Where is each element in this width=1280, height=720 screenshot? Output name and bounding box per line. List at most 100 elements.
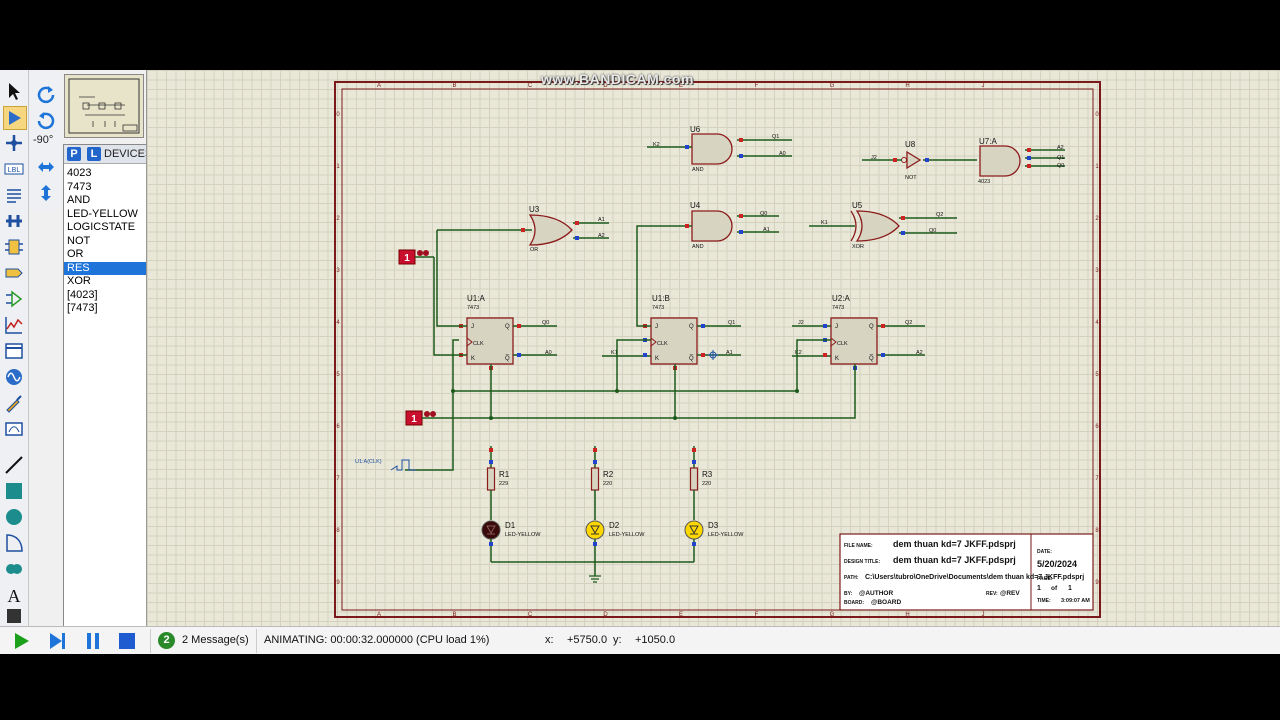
device-list-item[interactable]: [4023]: [67, 288, 98, 301]
r1-resistor[interactable]: [486, 467, 496, 491]
by-label: BY:: [844, 591, 853, 597]
u1b-type: 7473: [652, 305, 664, 311]
rotate-clockwise-button[interactable]: [34, 82, 58, 106]
pick-devices-button[interactable]: P: [67, 147, 81, 161]
wire-label-button[interactable]: LBL: [3, 158, 25, 180]
device-list-item[interactable]: XOR: [67, 275, 91, 287]
column-label-bottom: J: [982, 612, 985, 618]
wire[interactable]: [436, 230, 467, 327]
wire[interactable]: [616, 339, 651, 391]
u1a-flipflop[interactable]: [466, 317, 514, 365]
pin-state: [901, 216, 905, 220]
path-button[interactable]: [3, 558, 25, 580]
rotation-value[interactable]: -90°: [33, 134, 54, 146]
device-pin-button[interactable]: [3, 288, 25, 310]
symbol-button[interactable]: [3, 609, 25, 624]
rotate-anticlockwise-button[interactable]: [34, 108, 58, 132]
pin-state: [881, 353, 885, 357]
device-list-item[interactable]: AND: [67, 194, 91, 206]
u7-out2-label: Q1: [1057, 155, 1064, 161]
bus-button[interactable]: [3, 210, 25, 232]
text-button[interactable]: A: [3, 584, 25, 606]
pin-state: [925, 158, 929, 162]
u3-type: OR: [530, 247, 538, 253]
r1-value: 229: [499, 481, 508, 487]
generator-button[interactable]: [3, 366, 25, 388]
select-mode-button[interactable]: [3, 80, 25, 102]
pin-state: [489, 460, 493, 464]
d3-led[interactable]: [684, 520, 704, 540]
wire[interactable]: [405, 339, 459, 471]
u2a-flipflop[interactable]: [830, 317, 878, 365]
play-button[interactable]: [10, 631, 32, 651]
junction-dot: [795, 389, 799, 393]
box-button[interactable]: [3, 480, 25, 502]
d2-led[interactable]: [585, 520, 605, 540]
device-list-item[interactable]: OR: [67, 248, 84, 260]
junction-button[interactable]: [3, 132, 25, 154]
wire[interactable]: [636, 225, 692, 324]
component-mode-button[interactable]: [3, 106, 27, 130]
pin-state: [575, 236, 579, 240]
graph-button[interactable]: [3, 314, 25, 336]
r2-resistor[interactable]: [590, 467, 600, 491]
u3-or-gate[interactable]: [528, 214, 573, 246]
logic-state-2-pin-dot: [430, 411, 436, 417]
device-list-item[interactable]: [7473]: [67, 302, 98, 314]
logic-state-2-pin-dot: [424, 411, 430, 417]
circle-button[interactable]: [3, 506, 25, 528]
u7-out3-label: Q0: [1057, 163, 1064, 169]
mirror-horizontal-button[interactable]: [34, 155, 58, 179]
pause-button[interactable]: [82, 631, 104, 651]
u7-and-gate[interactable]: [979, 145, 1021, 177]
device-list-item[interactable]: 7473: [67, 180, 92, 193]
device-list-item[interactable]: 4023: [67, 167, 92, 179]
u5-xor-gate[interactable]: [855, 210, 900, 242]
mirror-vertical-button[interactable]: [34, 181, 58, 205]
instrument-button[interactable]: [3, 418, 25, 440]
column-label-top: G: [830, 83, 835, 89]
device-list-item[interactable]: LOGICSTATE: [67, 221, 136, 233]
generator-icon: [6, 369, 22, 385]
wire[interactable]: [453, 339, 831, 392]
wire[interactable]: [636, 324, 651, 327]
stop-button[interactable]: [116, 631, 138, 651]
instrument-icon: [5, 422, 23, 436]
device-list-item[interactable]: NOT: [67, 234, 91, 247]
step-button[interactable]: [46, 631, 68, 651]
tape-recorder-button[interactable]: [3, 340, 25, 362]
device-list-item[interactable]: LED-YELLOW: [67, 207, 138, 220]
library-manager-button[interactable]: L: [87, 147, 101, 161]
label-icon: LBL: [4, 163, 24, 175]
line-button[interactable]: [3, 454, 25, 476]
u4-and-gate[interactable]: [691, 210, 733, 242]
u6-and-gate[interactable]: [691, 133, 733, 165]
wire[interactable]: [427, 364, 856, 419]
probe-button[interactable]: [3, 392, 25, 414]
u8-not-gate[interactable]: [906, 150, 922, 170]
subcircuit-button[interactable]: [3, 236, 25, 258]
terminal-button[interactable]: [3, 262, 25, 284]
wire[interactable]: [433, 257, 467, 356]
u1b-flipflop-j-pin: J: [655, 324, 658, 330]
row-label-left: 9: [336, 580, 340, 586]
device-list-item[interactable]: RES: [64, 261, 146, 275]
pin-state: [517, 324, 521, 328]
messages-text[interactable]: 2 Message(s): [182, 634, 249, 646]
clock-generator[interactable]: [390, 459, 416, 471]
arc-button[interactable]: [3, 532, 25, 554]
logic-state-2-value: 1: [411, 414, 417, 425]
r3-resistor[interactable]: [689, 467, 699, 491]
column-label-bottom: C: [528, 612, 533, 618]
d1-led[interactable]: [481, 520, 501, 540]
u1b-flipflop-clock-edge: [650, 337, 657, 347]
pointer-icon: [9, 83, 20, 100]
pin-state: [823, 353, 827, 357]
overview-window[interactable]: [64, 74, 144, 138]
column-label-top: C: [528, 83, 533, 89]
u1b-flipflop[interactable]: [650, 317, 698, 365]
text-script-button[interactable]: [3, 184, 25, 206]
pin-state: [823, 324, 827, 328]
messages-icon[interactable]: 2: [158, 632, 175, 649]
